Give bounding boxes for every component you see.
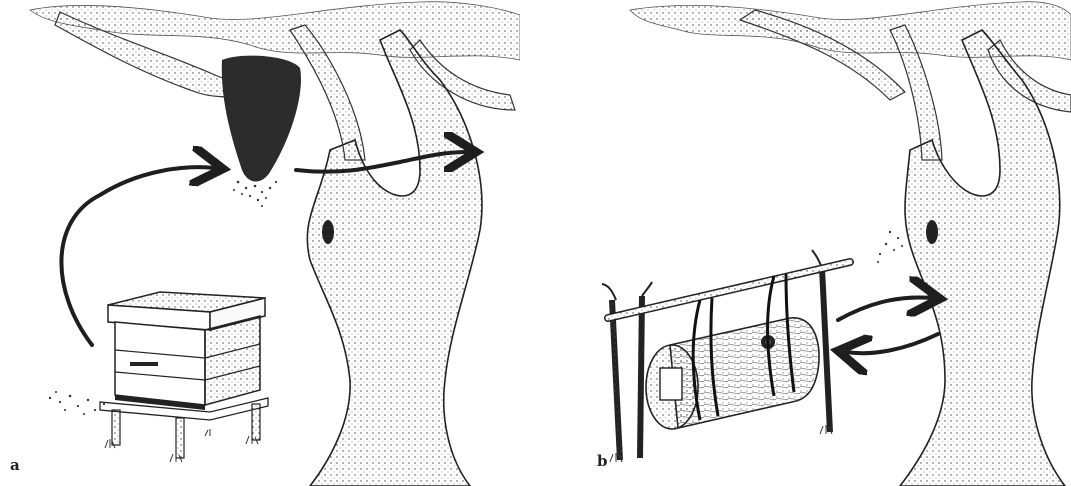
panel-label-b: b [597, 452, 608, 470]
arrow-to-tree [838, 297, 932, 320]
panel-a: a [0, 0, 520, 486]
panel-b-illustration [560, 0, 1071, 486]
trunk-knot [322, 220, 334, 244]
arrow-to-log-hive [846, 334, 938, 353]
flying-bees-hive [49, 391, 105, 415]
panel-a-illustration [0, 0, 520, 486]
trunk-knot [926, 220, 938, 244]
beehive [100, 292, 268, 458]
bee-swarm-cluster [222, 56, 301, 182]
flying-bees-trunk [877, 231, 903, 263]
panel-label-a: a [10, 456, 20, 474]
panel-b: b [560, 0, 1071, 486]
log-hive-door [660, 368, 682, 400]
flying-bees-swarm [233, 181, 277, 207]
hive-handle [130, 362, 158, 366]
